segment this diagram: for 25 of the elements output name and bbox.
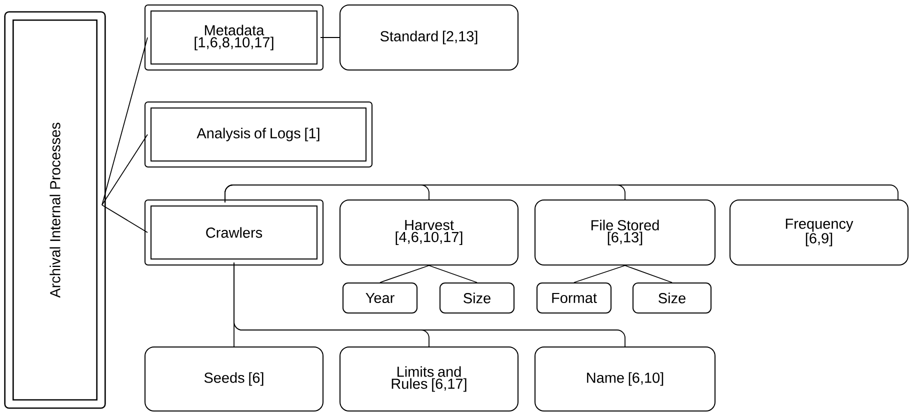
category-box: Metadata [1,6,8,10,17] (144, 4, 324, 70)
topic-box: Harvest [4,6,10,17] (340, 200, 518, 266)
category-box: Crawlers (144, 200, 324, 266)
attribute-box: Size (632, 282, 712, 314)
connector-line (102, 204, 148, 233)
connector-line (102, 134, 148, 206)
category-box: Analysis of Logs [1] (144, 102, 372, 168)
connector-line (574, 265, 626, 283)
connector-line (234, 262, 626, 347)
connector-line (380, 265, 430, 283)
attribute-box: Format (536, 282, 612, 314)
topic-box: Frequency [6,9] (730, 200, 908, 266)
category-box: Archival Internal Processes (4, 11, 106, 409)
connector-line (224, 184, 898, 203)
topic-box: Standard [2,13] (340, 4, 518, 70)
topic-box: Name [6,10] (534, 346, 716, 412)
topic-box: File Stored [6,13] (534, 200, 716, 266)
connector-line (102, 37, 148, 206)
connector-line (320, 37, 340, 38)
topic-box: Seeds [6] (144, 346, 324, 412)
connector-line (428, 265, 478, 283)
attribute-box: Year (342, 282, 418, 314)
attribute-box: Size (440, 282, 514, 314)
topic-box: Limits and Rules [6,17] (340, 346, 518, 412)
connector-line (624, 265, 672, 283)
